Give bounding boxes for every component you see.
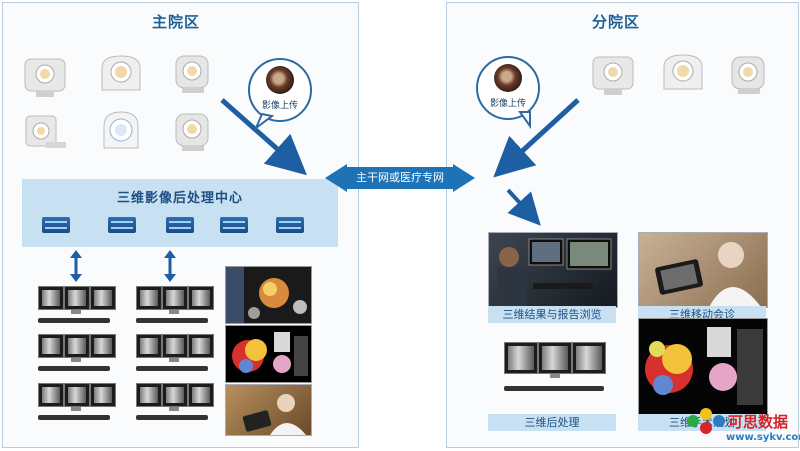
workstation-icon [132,381,214,425]
scan-thumbnail-icon [494,64,522,92]
network-label: 主干网或医疗专网 [347,167,453,189]
xray-scanner-icon [22,112,68,156]
main-campus-title: 主院区 [152,13,201,31]
image-upload-bubble: 影像上传 [476,56,540,120]
workstation-icon [500,340,610,400]
watermark-logo [687,408,725,434]
bidirectional-arrow [70,250,82,282]
workstation-icon [34,381,116,425]
report-browsing-photo [488,232,618,308]
surgical-planning-screenshot [638,318,768,416]
3d-heart-screenshot [225,325,312,383]
upload-arrow [493,98,580,178]
workstation-icon [34,284,116,328]
server-icon [220,217,248,233]
ct-scanner-icon [170,110,216,154]
ct-scanner-icon [726,53,772,97]
server-icon [108,217,136,233]
image-upload-bubble: 影像上传 [248,58,312,122]
workstation-icon [132,284,214,328]
image-upload-label: 影像上传 [489,99,526,109]
bubble-tail [253,111,531,132]
pet-scanner-icon [98,108,144,152]
processing-center-title: 三维影像后处理中心 [116,191,243,206]
watermark-url: www.sykv.com [726,432,800,443]
server-icon [42,217,70,233]
mri-scanner-icon [660,51,706,95]
ct-scanner-icon [590,53,636,97]
3d-rendering-screenshot [225,266,312,324]
upload-arrow [220,98,307,176]
ct-scanner-icon [22,55,68,99]
server-icon [166,217,194,233]
bidirectional-arrow [164,250,176,282]
ct-scanner-icon [170,52,216,96]
watermark-text: 可思数据 [728,413,789,431]
workstation-icon [34,332,116,376]
tablet-user-photo [225,384,312,436]
caption-report-browsing: 三维结果与报告浏览 [488,306,616,323]
server-icon [276,217,304,233]
scan-thumbnail-icon [266,66,294,94]
workstation-icon [132,332,214,376]
caption-3d-postprocessing: 三维后处理 [488,414,616,431]
processing-center-box: 三维影像后处理中心 [22,179,338,247]
download-arrow [506,188,541,226]
network-double-arrow [325,164,475,192]
branch-campus-title: 分院区 [592,13,641,31]
mobile-consultation-photo [638,232,768,308]
mri-scanner-icon [98,52,144,96]
image-upload-label: 影像上传 [261,101,298,111]
